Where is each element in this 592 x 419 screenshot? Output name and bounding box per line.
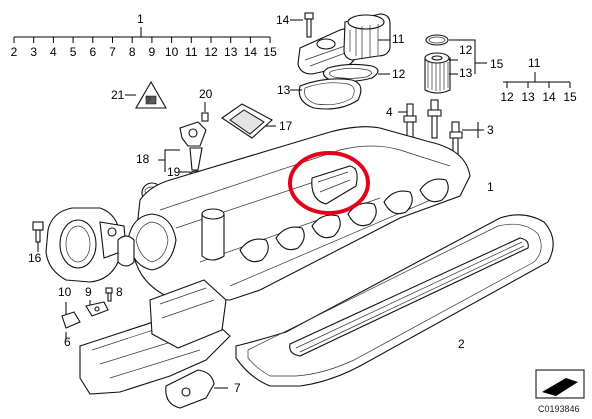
callout-list-sub: 12 13 14 15: [500, 82, 577, 104]
small-parts-group: 10 9 8: [58, 285, 123, 329]
oil-filler-cap-group: 14 11 12 13: [276, 12, 406, 110]
highlight-circle: [288, 151, 370, 215]
callout-top-11: 11: [185, 45, 198, 59]
callout-14: 14: [276, 13, 290, 27]
arrow-logo-icon: [542, 378, 578, 396]
callout-sub-15: 15: [563, 90, 577, 104]
callout-21: 21: [111, 88, 125, 102]
callout-top-12: 12: [204, 45, 218, 59]
callout-4: 4: [386, 105, 393, 119]
callout-20: 20: [199, 87, 213, 101]
gasket-group: 2: [235, 214, 554, 387]
callout-8: 8: [116, 285, 123, 299]
callout-10: 10: [58, 285, 72, 299]
callout-2: 2: [458, 337, 465, 351]
cover-plate-group: 17: [221, 103, 293, 139]
callout-11: 11: [392, 32, 405, 46]
callout-16: 16: [28, 251, 42, 265]
seal-rings: [289, 237, 529, 357]
callout-top-13: 13: [224, 45, 238, 59]
callout-1-top: 1: [137, 12, 144, 26]
lower-shield-group: 6 7: [64, 279, 241, 409]
callout-12: 12: [392, 67, 406, 81]
throttle-housing-group: 16: [28, 207, 135, 283]
callout-top-6: 6: [89, 45, 96, 59]
callout-top-15: 15: [263, 45, 277, 59]
callout-top-9: 9: [149, 45, 156, 59]
callout-13-filter: 13: [459, 66, 473, 80]
callout-7: 7: [234, 381, 241, 395]
cylinder-head-cover: 1: [127, 126, 494, 301]
callout-top-14: 14: [244, 45, 258, 59]
callout-6: 6: [64, 335, 71, 349]
callout-sub-13: 13: [521, 90, 535, 104]
callout-15: 15: [490, 57, 504, 71]
callout-3: 3: [487, 123, 494, 137]
callout-top-10: 10: [165, 45, 179, 59]
callout-1: 1: [487, 180, 494, 194]
callout-sub-14: 14: [542, 90, 556, 104]
callout-11-sub: 11: [528, 56, 541, 70]
cover-ports: [239, 178, 449, 263]
warning-triangle-icon: ?: [146, 95, 151, 105]
callout-9: 9: [85, 285, 92, 299]
callout-17: 17: [279, 119, 293, 133]
callout-top-5: 5: [70, 45, 77, 59]
callout-13: 13: [277, 83, 291, 97]
callout-19: 19: [167, 165, 181, 179]
callout-top-4: 4: [50, 45, 57, 59]
callout-top-7: 7: [109, 45, 116, 59]
callout-top-8: 8: [129, 45, 136, 59]
callout-sub-12: 12: [500, 90, 514, 104]
right-sensors-group: 4 3: [386, 99, 494, 157]
oil-filter-group: 12 13 15 11 12 13 14 15: [424, 34, 577, 104]
callout-top-2: 2: [11, 45, 18, 59]
reference-logo: C0193846: [535, 369, 585, 414]
callout-top-3: 3: [30, 45, 37, 59]
reference-id: C0193846: [538, 404, 580, 414]
callout-12-filter: 12: [459, 43, 473, 57]
warning-label-group: 21 ?: [111, 80, 167, 109]
callout-18: 18: [136, 152, 150, 166]
